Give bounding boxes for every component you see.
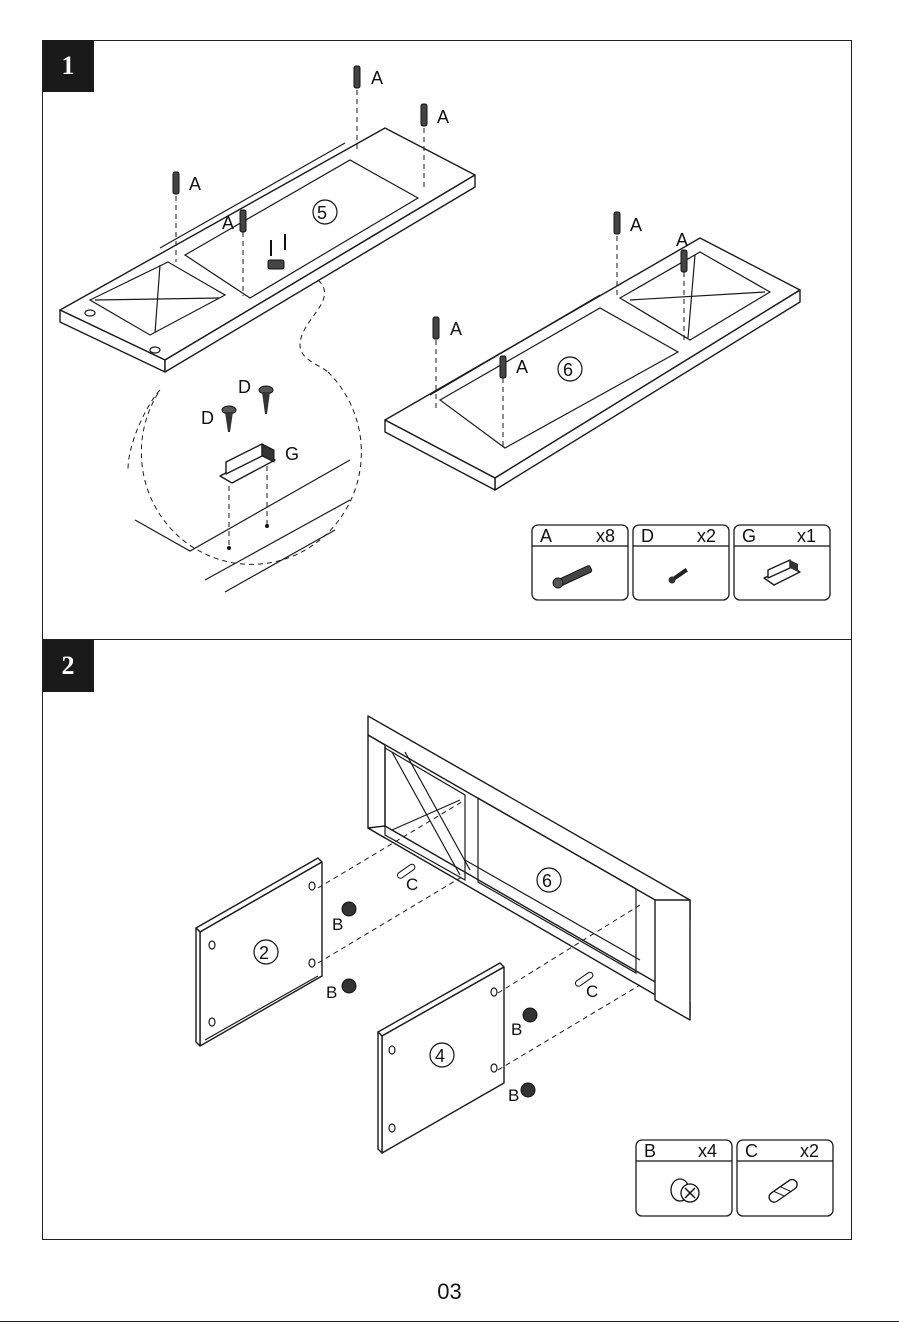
panel-6-circle-label-step1: 6 bbox=[563, 360, 573, 380]
parts-box-b-letter: B bbox=[644, 1141, 656, 1161]
parts-box-c-qty: x2 bbox=[800, 1141, 819, 1161]
panel-6-circle-label-step2: 6 bbox=[542, 871, 552, 891]
panel-6-frame-step2 bbox=[368, 716, 690, 1020]
callout-b-4: B bbox=[508, 1086, 519, 1105]
callout-c-1: C bbox=[406, 875, 418, 894]
panel-5-circle-label: 5 bbox=[317, 203, 327, 223]
magnet-catch-small-icon bbox=[268, 260, 284, 269]
parts-box-d-qty: x2 bbox=[697, 526, 716, 546]
callout-b-3: B bbox=[511, 1020, 522, 1039]
callout-a-8: A bbox=[516, 357, 528, 377]
callout-d-2: D bbox=[201, 408, 214, 428]
callout-a-6: A bbox=[676, 230, 688, 250]
panel-6-frame-step1 bbox=[385, 238, 800, 490]
parts-box-g-letter: G bbox=[742, 526, 756, 546]
callout-a-1: A bbox=[371, 68, 383, 88]
callout-c-2: C bbox=[586, 982, 598, 1001]
callout-a-2: A bbox=[437, 107, 449, 127]
panel-5-frame bbox=[60, 128, 475, 372]
page-number: 03 bbox=[0, 1279, 899, 1305]
parts-box-a-qty: x8 bbox=[596, 526, 615, 546]
callout-a-7: A bbox=[450, 319, 462, 339]
parts-box-d-letter: D bbox=[641, 526, 654, 546]
zoom-detail-circle bbox=[128, 372, 361, 592]
panel-2-circle-label: 2 bbox=[259, 943, 269, 963]
parts-box-a-letter: A bbox=[540, 526, 552, 546]
parts-box-b-qty: x4 bbox=[698, 1141, 717, 1161]
callout-a-5: A bbox=[630, 215, 642, 235]
panel-4-circle-label: 4 bbox=[435, 1046, 445, 1066]
bottom-rule bbox=[0, 1321, 899, 1322]
callout-a-4: A bbox=[222, 213, 234, 233]
callout-g: G bbox=[285, 444, 299, 464]
parts-box-g-qty: x1 bbox=[797, 526, 816, 546]
callout-a-3: A bbox=[189, 174, 201, 194]
parts-box-c-letter: C bbox=[745, 1141, 758, 1161]
callout-b-2: B bbox=[326, 983, 337, 1002]
callout-b-1: B bbox=[332, 915, 343, 934]
callout-d-1: D bbox=[238, 377, 251, 397]
